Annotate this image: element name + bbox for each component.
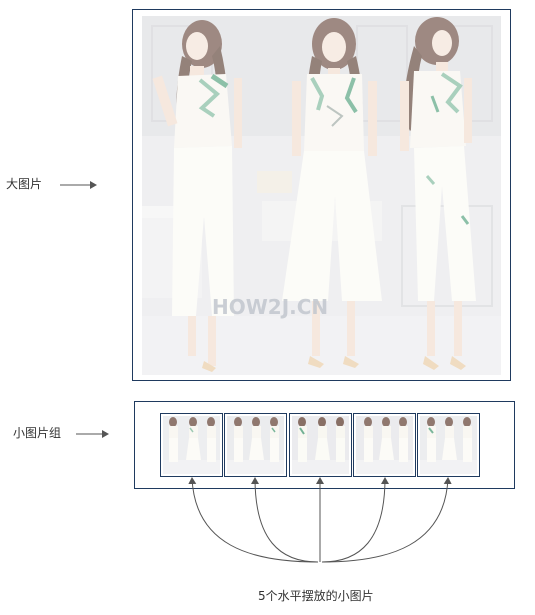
thumb-group-label: 小图片组 bbox=[13, 426, 62, 440]
thumbnails-caption: 5个水平摆放的小图片 bbox=[258, 589, 374, 603]
thumbnail-3[interactable] bbox=[289, 413, 352, 477]
big-image-frame: HOW2J.CN bbox=[132, 9, 511, 381]
thumbnail-photo bbox=[227, 416, 284, 474]
thumbnail-photo bbox=[356, 416, 413, 474]
thumbnail-group bbox=[134, 401, 515, 489]
thumbnail-photo bbox=[420, 416, 477, 474]
big-image-label: 大图片 bbox=[6, 177, 43, 191]
thumbnail-5[interactable] bbox=[417, 413, 480, 477]
thumbnail-1[interactable] bbox=[160, 413, 223, 477]
thumbnail-photo bbox=[292, 416, 349, 474]
thumbnail-4[interactable] bbox=[353, 413, 416, 477]
arrow-to-thumbnail-2 bbox=[251, 477, 319, 563]
arrow-to-thumbnail-4 bbox=[321, 477, 389, 563]
arrow-to-thumbnail-5 bbox=[321, 477, 452, 563]
thumbnail-2[interactable] bbox=[224, 413, 287, 477]
fashion-photo: HOW2J.CN bbox=[142, 16, 501, 375]
thumbnail-photo bbox=[163, 416, 220, 474]
watermark-text: HOW2J.CN bbox=[212, 295, 328, 319]
arrow-to-thumbnail-1 bbox=[188, 477, 319, 563]
big-image[interactable]: HOW2J.CN bbox=[142, 16, 501, 375]
